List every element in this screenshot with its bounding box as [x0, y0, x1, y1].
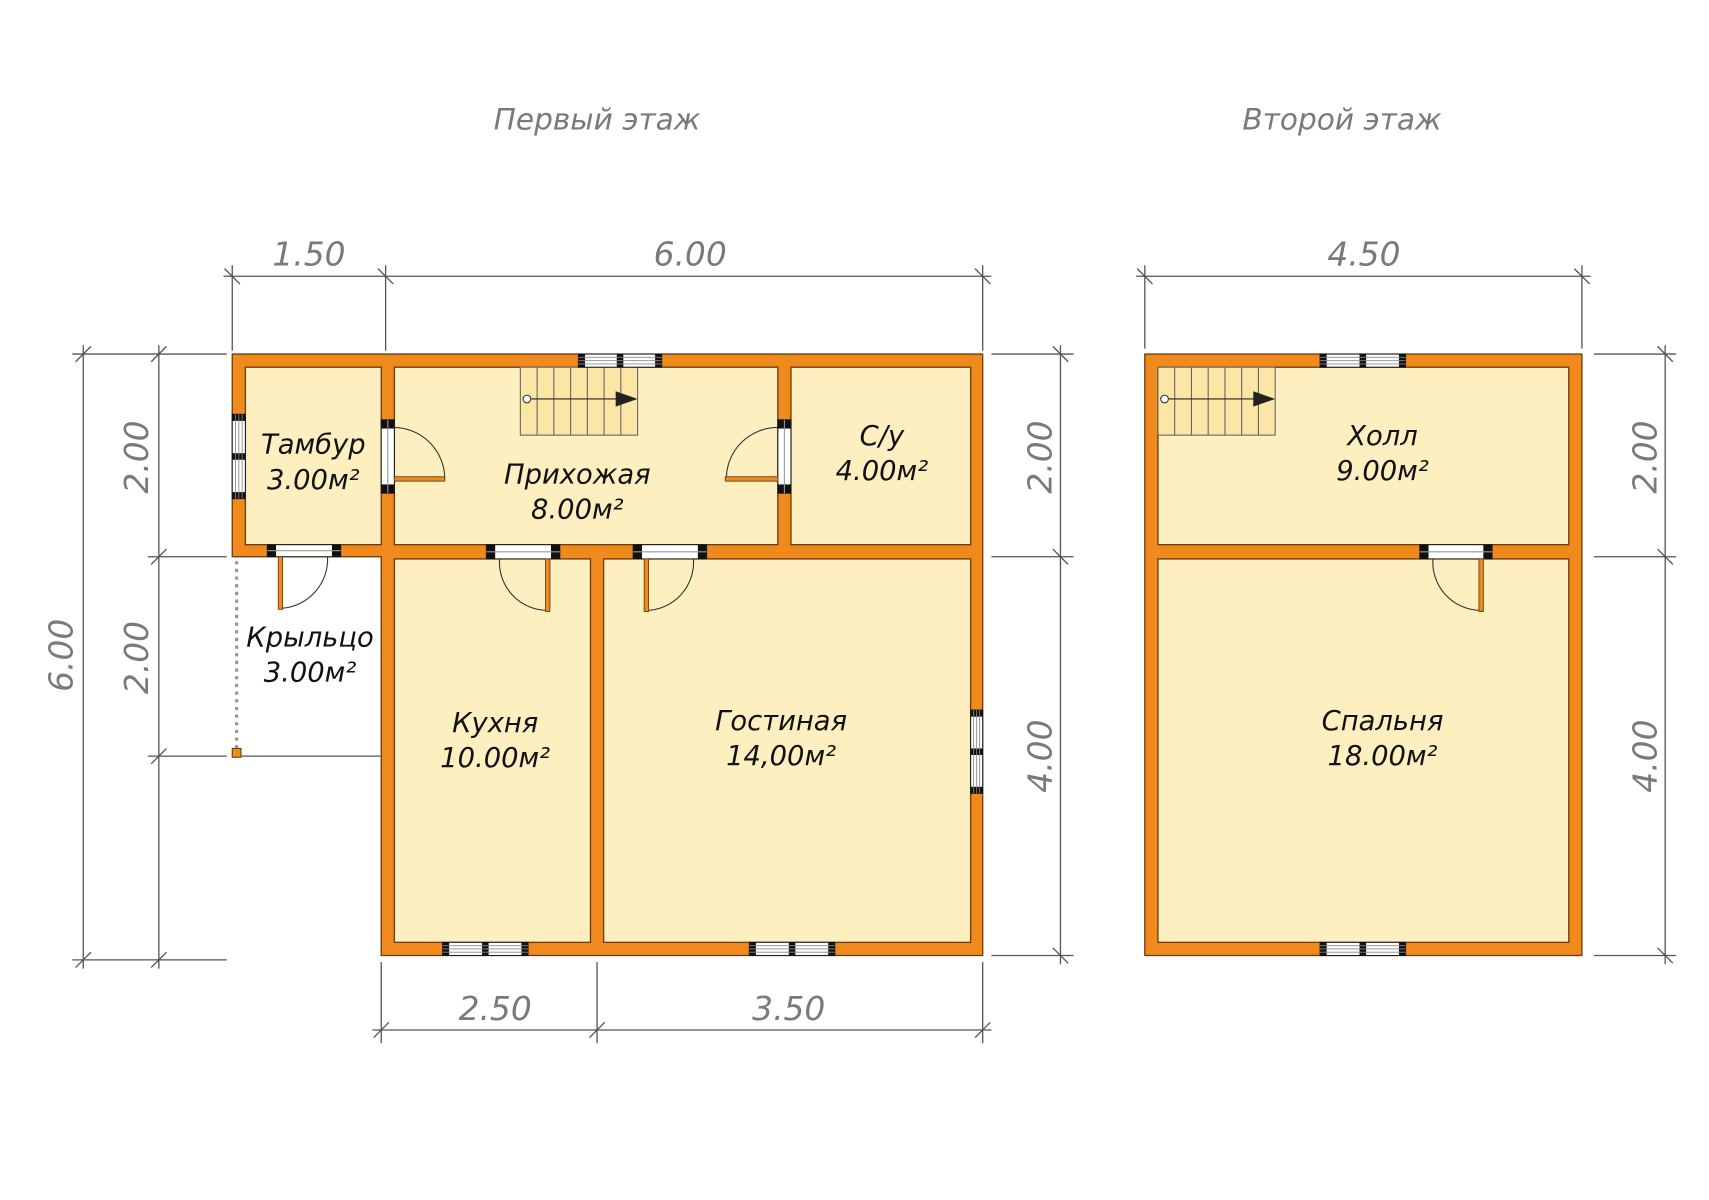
room-kitchen: [393, 558, 592, 944]
dim-top-floor2: 4.50: [1327, 234, 1400, 273]
door-opening: [777, 419, 792, 494]
door-icon: [724, 426, 779, 482]
dim-right-upper: 2.00: [1021, 420, 1060, 493]
room-living: [602, 558, 972, 944]
room-bathroom: [790, 366, 972, 546]
staircase-icon: [1157, 366, 1276, 436]
dim-top-tambur: 1.50: [272, 234, 345, 273]
dim-right-lower: 4.00: [1021, 720, 1060, 793]
staircase-icon: [519, 366, 639, 436]
door-icon: [643, 558, 695, 612]
door-opening: [380, 419, 395, 494]
arrow-icon: [615, 391, 638, 407]
door-opening: [632, 544, 708, 560]
floor1-dimension-lines: [72, 265, 1074, 1044]
door-icon: [277, 556, 329, 610]
dim-left-upper: 2.00: [117, 420, 156, 493]
door-opening: [1419, 544, 1493, 560]
window: [1319, 941, 1407, 957]
window: [231, 413, 246, 500]
dim-left-porch: 2.00: [117, 621, 156, 694]
dim-bottom-kitchen: 2.50: [459, 989, 532, 1028]
dim-top-main: 6.00: [654, 234, 727, 273]
floor2-dimension-lines: [1136, 265, 1677, 965]
room-bedroom: [1157, 558, 1570, 944]
floor1-plan: 1.50 6.00 6.00 2.00 2.00 2.00 4.00 2.50 …: [41, 234, 1074, 1044]
door-icon: [498, 558, 551, 612]
door-icon: [393, 426, 446, 482]
window: [970, 709, 984, 794]
door-opening: [485, 544, 561, 560]
door-opening: [266, 544, 342, 558]
window: [442, 941, 529, 957]
dim-right-lower-floor2: 4.00: [1625, 720, 1664, 793]
door-icon: [1432, 558, 1484, 612]
dim-left-total: 6.00: [41, 619, 80, 692]
porch-post: [231, 747, 242, 758]
dim-bottom-living: 3.50: [752, 989, 825, 1028]
window: [1319, 353, 1407, 368]
window: [748, 941, 836, 957]
window: [577, 353, 663, 368]
floor1-title: Первый этаж: [494, 102, 701, 136]
arrow-icon: [1253, 391, 1276, 407]
floor2-title: Второй этаж: [1242, 102, 1442, 136]
dim-right-upper-floor2: 2.00: [1625, 420, 1664, 493]
